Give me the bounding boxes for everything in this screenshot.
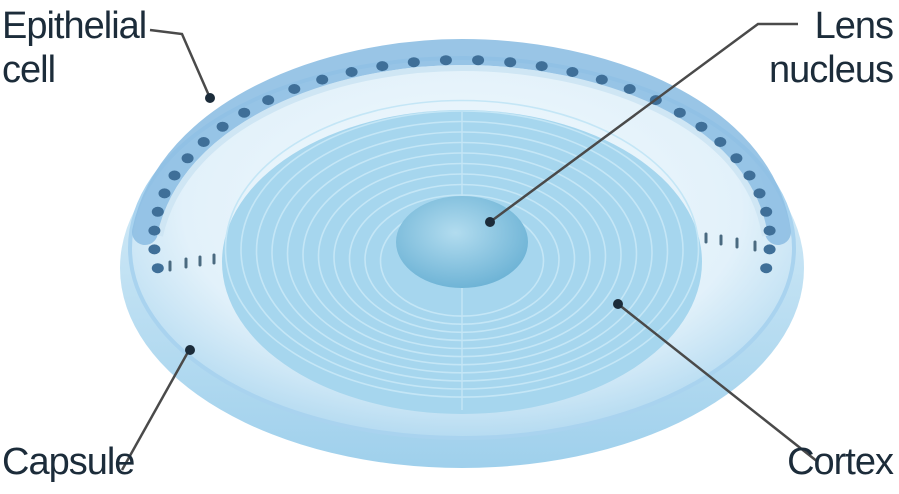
epithelial-cell	[159, 188, 171, 198]
epithelial-cell	[536, 61, 548, 71]
epithelial-cell	[744, 171, 756, 181]
epithelial-cell	[695, 122, 707, 132]
dot-epithelial	[205, 93, 215, 103]
label-capsule: Capsule	[2, 440, 134, 484]
epithelial-cell	[198, 137, 210, 147]
label-lens-nucleus-line1: Lens	[769, 4, 893, 48]
epithelial-cell	[262, 95, 274, 105]
epithelial-cell	[152, 207, 164, 217]
epithelial-cell	[504, 57, 516, 67]
label-lens-nucleus: Lens nucleus	[769, 4, 893, 92]
label-lens-nucleus-line2: nucleus	[769, 48, 893, 92]
epithelial-cell	[288, 84, 300, 94]
epithelial-cell	[754, 188, 766, 198]
epithelial-cell	[764, 244, 776, 254]
epithelial-cell	[152, 263, 164, 273]
epithelial-cell	[730, 153, 742, 163]
epithelial-cell	[217, 122, 229, 132]
leader-epithelial	[150, 30, 210, 98]
epithelial-cell	[169, 171, 181, 181]
epithelial-cell	[760, 263, 772, 273]
dot-lens-nucleus	[485, 217, 495, 227]
epithelial-cell	[238, 108, 250, 118]
epithelial-cell	[764, 226, 776, 236]
epithelial-cell	[714, 137, 726, 147]
epithelial-cell	[674, 108, 686, 118]
epithelial-cell	[148, 244, 160, 254]
epithelial-cell	[624, 84, 636, 94]
dot-capsule	[185, 345, 195, 355]
epithelial-cell	[596, 75, 608, 85]
epithelial-cell	[760, 207, 772, 217]
label-epithelial-cell-line2: cell	[2, 48, 146, 92]
dot-cortex	[613, 299, 623, 309]
epithelial-cell	[472, 55, 484, 65]
label-epithelial-cell: Epithelial cell	[2, 4, 146, 92]
epithelial-cell	[148, 226, 160, 236]
epithelial-cell	[182, 153, 194, 163]
epithelial-cell	[316, 75, 328, 85]
epithelial-cell	[346, 67, 358, 77]
label-cortex: Cortex	[787, 440, 893, 484]
epithelial-cell	[408, 57, 420, 67]
epithelial-cell	[376, 61, 388, 71]
epithelial-cell	[440, 55, 452, 65]
label-epithelial-cell-line1: Epithelial	[2, 4, 146, 48]
epithelial-cell	[566, 67, 578, 77]
